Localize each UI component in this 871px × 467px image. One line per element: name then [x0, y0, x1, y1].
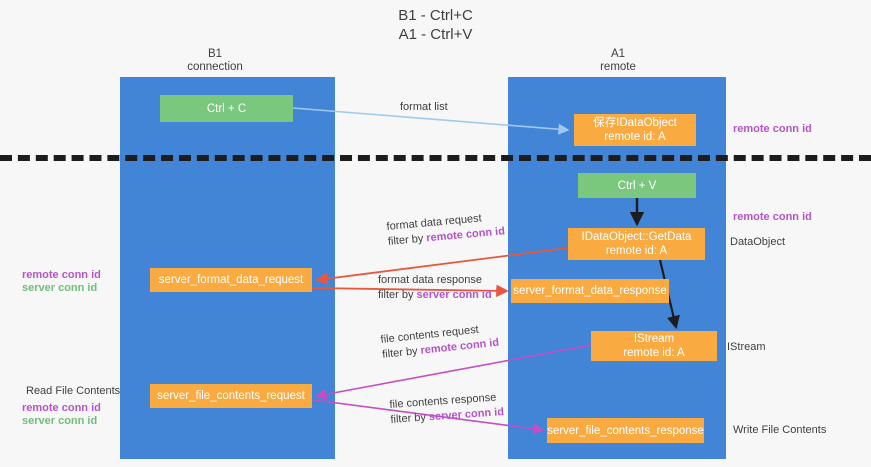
node-istream-line2: remote id: A — [623, 347, 685, 359]
annotation-read-file-contents: Read File Contents — [26, 385, 121, 397]
filter-key-server-conn-id: server conn id — [428, 406, 505, 424]
annotation-remote-conn-id-left-2: remote conn id — [22, 402, 101, 414]
lane-header-a1: A1 remote — [558, 48, 678, 74]
node-server-file-contents-response-label: server_file_contents_response — [547, 424, 704, 437]
annotation-write-file-contents: Write File Contents — [733, 424, 827, 436]
annotation-dataobject: DataObject — [730, 236, 786, 248]
node-server-format-data-response-label: server_format_data_response — [513, 285, 667, 297]
node-save-idataobject[interactable]: 保存IDataObject remote id: A — [574, 114, 696, 146]
node-istream[interactable]: IStream remote id: A — [591, 331, 717, 361]
annotation-left-conn-ids-bottom: remote conn id server conn id — [22, 402, 101, 428]
filter-prefix: filter by — [390, 411, 430, 426]
node-save-idataobject-line2: remote id: A — [604, 131, 666, 143]
title-line-1: B1 - Ctrl+C — [398, 7, 473, 24]
annotation-istream: IStream — [727, 341, 766, 353]
node-idataobject-getdata[interactable]: IDataObject::GetData remote id: A — [568, 228, 705, 260]
edge-label-format-data-response-line2: filter by server conn id — [378, 288, 492, 303]
lane-header-b1-line2: connection — [187, 61, 243, 73]
lane-header-b1-line1: B1 — [207, 48, 223, 60]
annotation-server-conn-id-left-2: server conn id — [22, 415, 98, 427]
node-ctrl-v[interactable]: Ctrl + V — [578, 173, 696, 198]
node-server-format-data-request-label: server_format_data_request — [158, 274, 304, 286]
edge-label-format-list-text: format list — [400, 101, 448, 113]
filter-prefix: filter by — [387, 232, 427, 248]
phase-divider — [0, 155, 871, 161]
edge-label-format-data-request: format data request filter by remote con… — [386, 209, 506, 250]
node-ctrl-c[interactable]: Ctrl + C — [160, 95, 293, 122]
edge-label-format-list: format list — [400, 100, 448, 115]
edge-label-format-data-response-line1: format data response — [378, 274, 482, 286]
node-idataobject-getdata-line1: IDataObject::GetData — [581, 231, 692, 243]
annotation-server-conn-id-left-1: server conn id — [22, 282, 98, 294]
title-line-2: A1 - Ctrl+V — [398, 26, 473, 43]
node-server-format-data-response[interactable]: server_format_data_response — [511, 279, 669, 303]
annotation-remote-conn-id-left-1: remote conn id — [22, 269, 101, 281]
node-istream-line1: IStream — [633, 333, 675, 345]
node-ctrl-c-label: Ctrl + C — [206, 102, 247, 115]
node-server-file-contents-response[interactable]: server_file_contents_response — [547, 418, 704, 443]
edge-label-file-contents-response: file contents response filter by server … — [389, 390, 505, 428]
filter-key-server-conn-id: server conn id — [416, 289, 492, 301]
edge-label-format-data-response: format data response filter by server co… — [378, 273, 492, 303]
edge-label-file-contents-request: file contents request filter by remote c… — [380, 321, 500, 363]
filter-prefix: filter by — [381, 344, 422, 361]
node-server-format-data-request[interactable]: server_format_data_request — [150, 268, 312, 292]
lane-header-a1-line2: remote — [600, 61, 636, 73]
annotation-remote-conn-id-mid: remote conn id — [733, 211, 812, 223]
node-ctrl-v-label: Ctrl + V — [617, 179, 657, 192]
filter-prefix: filter by — [378, 289, 417, 301]
node-idataobject-getdata-line2: remote id: A — [605, 245, 668, 257]
diagram-title: B1 - Ctrl+C A1 - Ctrl+V — [0, 6, 871, 44]
lane-header-a1-line1: A1 — [610, 48, 626, 60]
lane-header-b1: B1 connection — [155, 48, 275, 74]
annotation-remote-conn-id-top: remote conn id — [733, 123, 812, 135]
annotation-left-conn-ids-top: remote conn id server conn id — [22, 269, 101, 295]
node-save-idataobject-line1: 保存IDataObject — [593, 117, 677, 129]
node-server-file-contents-request[interactable]: server_file_contents_request — [150, 384, 312, 408]
node-server-file-contents-request-label: server_file_contents_request — [157, 390, 305, 402]
